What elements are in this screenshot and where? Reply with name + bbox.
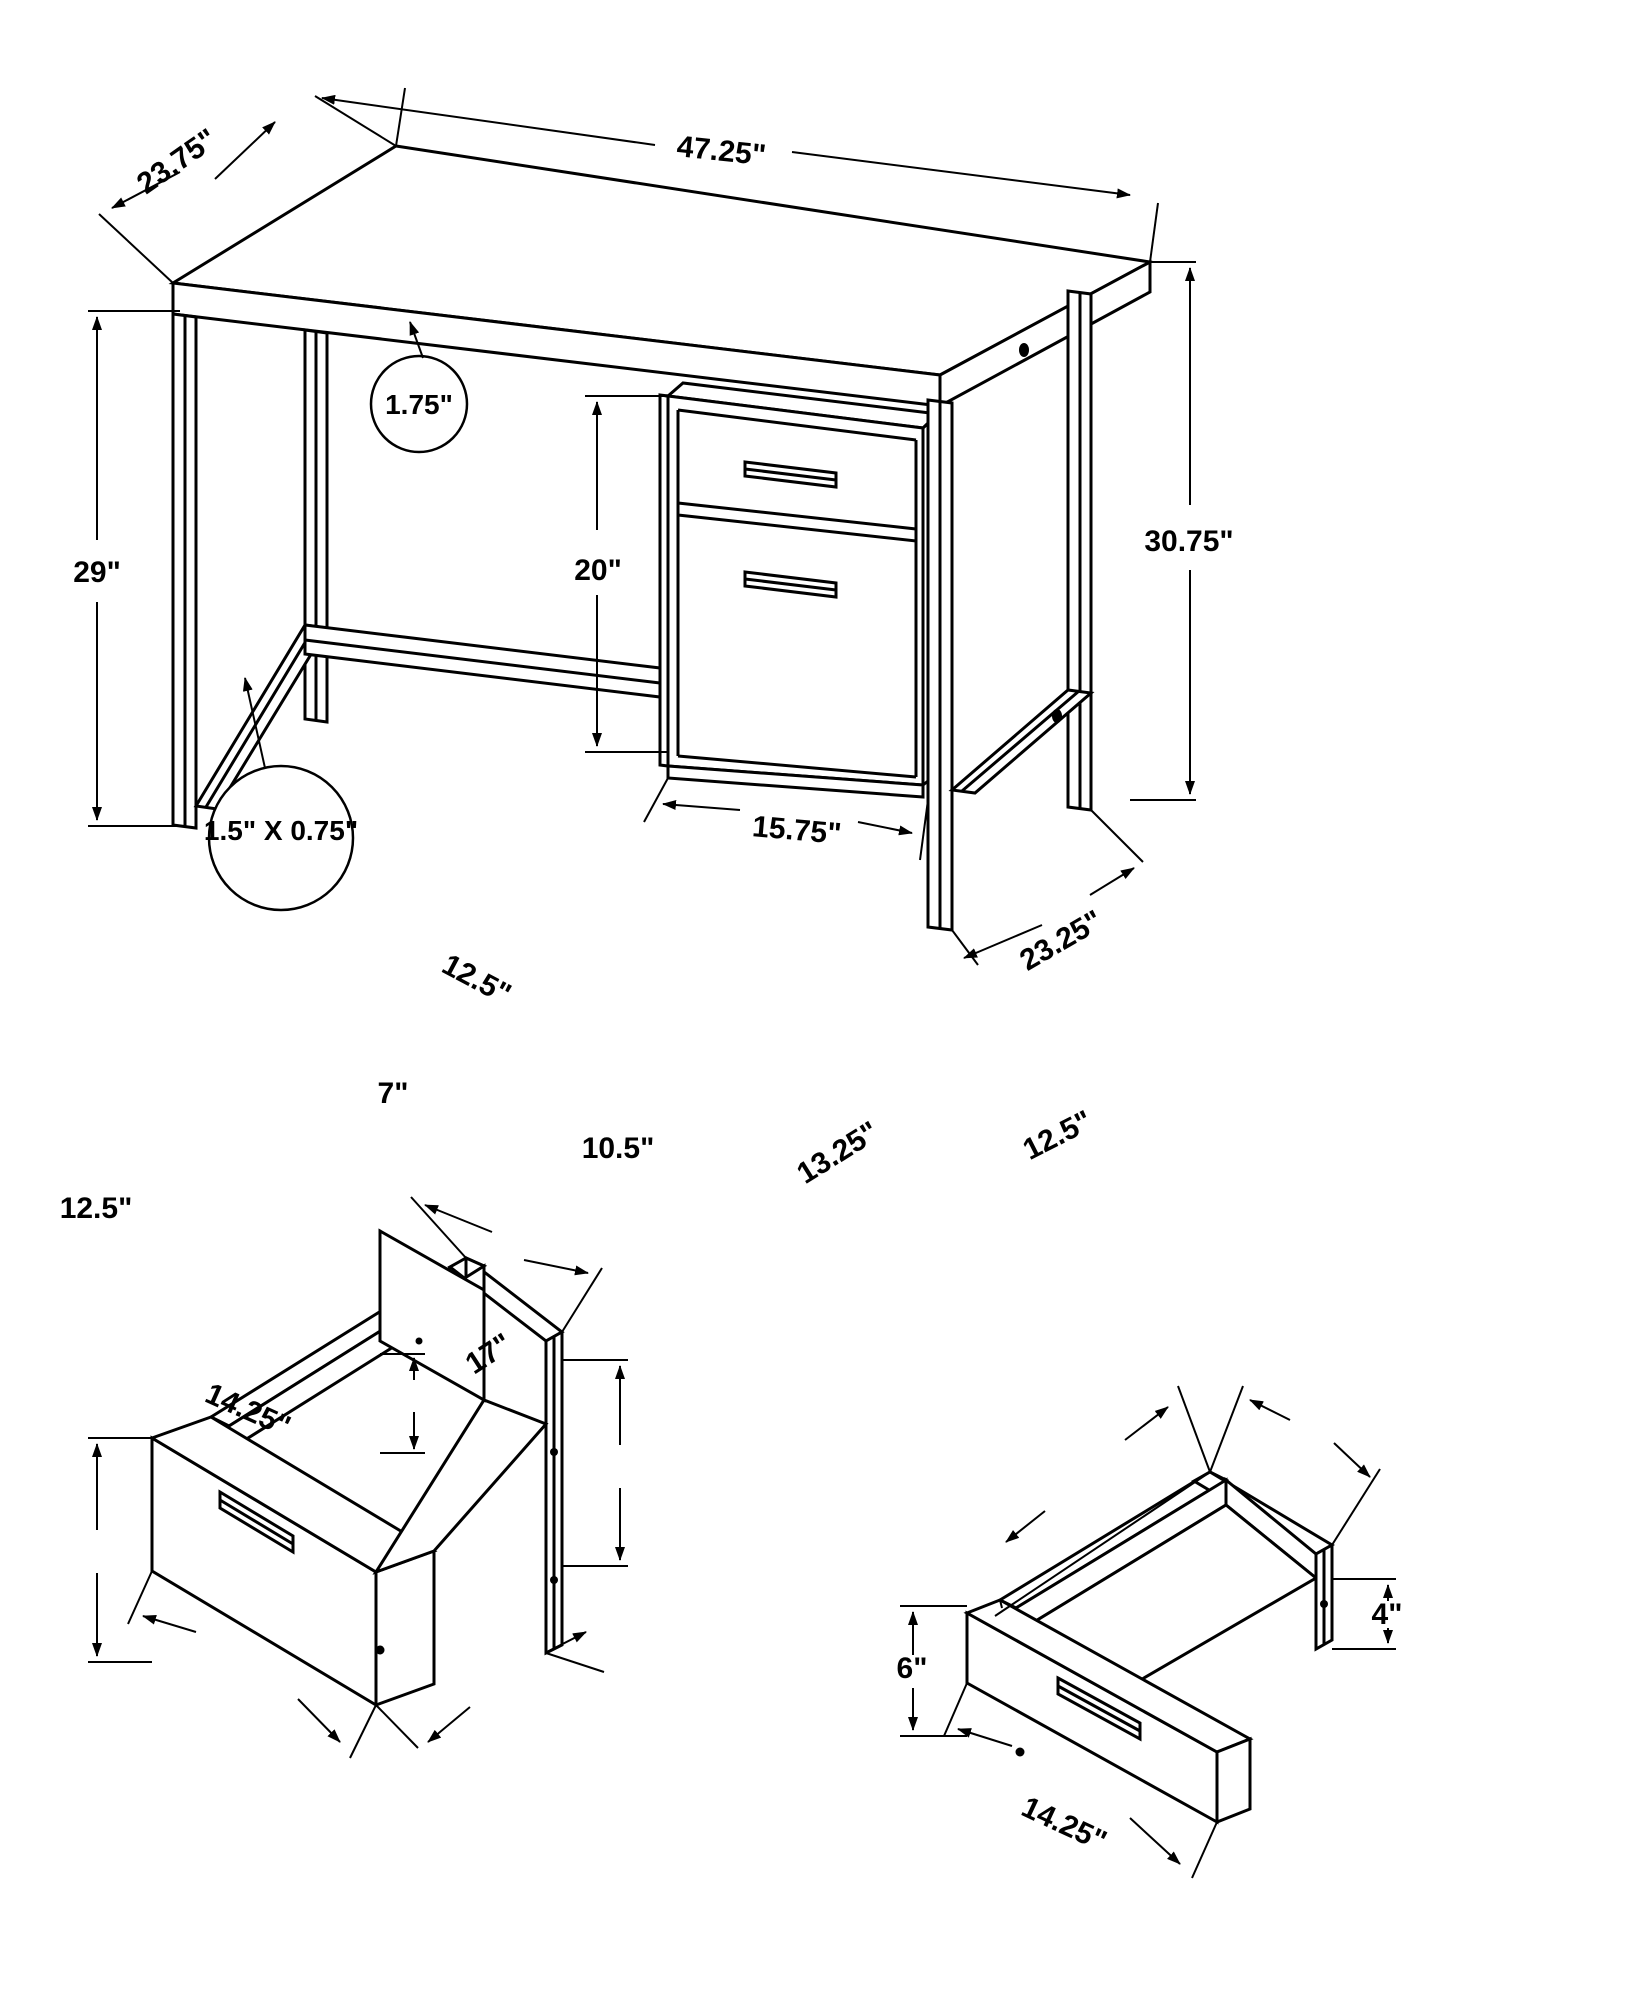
ext-23-25-b <box>1090 809 1144 863</box>
dim-ld-12-5-arrow-a <box>424 1204 493 1233</box>
dim-ld-14-25-arrow-a <box>142 1614 197 1633</box>
ext-ld-12-5-b <box>561 1267 603 1333</box>
dim-label-1-5x0-75: 1.5" X 0.75" <box>204 815 358 846</box>
callout-circle-1-75 <box>369 354 469 454</box>
ld-screw-2 <box>550 1448 558 1456</box>
dim-label-4: 4" <box>1372 1598 1403 1631</box>
ext-23-75-b <box>98 213 174 284</box>
ext-15-75-b <box>919 799 929 861</box>
ld-front-right-edge <box>374 1548 436 1708</box>
dim-23-25-arrow-b <box>1089 867 1135 896</box>
dim-sd-12-5-arrow-a <box>1249 1399 1291 1421</box>
dim-15-75-arrow-b <box>857 821 913 836</box>
callout-leader-1-5x0-75 <box>242 677 266 769</box>
dim-label-7: 7" <box>378 1077 409 1110</box>
ext-47-25-b <box>1149 202 1159 263</box>
ld-inner-divider <box>378 1228 486 1403</box>
callout-circle-1-5x0-75 <box>207 764 355 912</box>
screw-hole-top <box>1019 343 1029 357</box>
dim-ld-12-5-arrow-b <box>523 1259 589 1276</box>
dim-23-25-arrow-a <box>963 924 1043 959</box>
ext-ld-14-25-b <box>349 1704 377 1759</box>
sd-front-right-edge <box>1215 1736 1252 1825</box>
dim-label-15-75: 15.75" <box>751 810 843 851</box>
dim-sd-12-5-arrow-b <box>1333 1442 1371 1478</box>
dim-23-75-arrow-b <box>111 171 181 209</box>
desk-geometry <box>168 144 1155 932</box>
small-drawer-dimension-lines <box>900 1385 1396 1879</box>
dim-label-12-5-left: 12.5" <box>60 1192 133 1225</box>
dim-ld-14-25-arrow-b <box>297 1698 341 1743</box>
ld-screw-4 <box>375 1645 385 1655</box>
ext-ld-17-b <box>545 1652 605 1673</box>
ext-sd-13-25-a <box>999 1599 1003 1609</box>
ext-15-75-a <box>643 777 669 823</box>
callout-leader-1-75 <box>409 321 424 359</box>
dim-ld-17-arrow-b <box>544 1631 587 1654</box>
desk-dimension-lines <box>88 87 1196 966</box>
dim-47-25-arrow-b <box>791 151 1131 199</box>
dim-sd-14-25-arrow-a <box>957 1728 1013 1747</box>
ext-ld-12-5-a <box>410 1196 467 1259</box>
sd-screw-1 <box>1320 1600 1328 1608</box>
dim-sd-13-25-arrow-b <box>1124 1406 1169 1441</box>
ld-interior-floor <box>372 1398 549 1575</box>
dim-sd-14-25-arrow-b <box>1129 1817 1181 1865</box>
ext-sd-14-25-b <box>1191 1821 1218 1879</box>
ext-23-25-a <box>951 929 979 966</box>
small-drawer-geometry <box>963 1470 1335 1825</box>
dim-47-25-arrow-a <box>321 94 656 146</box>
dim-label-6: 6" <box>897 1652 928 1685</box>
dim-label-10-5: 10.5" <box>582 1132 655 1165</box>
sd-screw-2 <box>1015 1747 1025 1757</box>
dim-15-75-arrow-a <box>662 800 741 811</box>
screw-hole-rail <box>1052 709 1062 723</box>
large-drawer-dimension-lines <box>88 1196 628 1759</box>
ld-screw-3 <box>550 1576 558 1584</box>
ext-sd-12-5-b <box>1331 1468 1381 1546</box>
ld-screw-1 <box>415 1337 423 1345</box>
ext-sd-12-5-a <box>1209 1385 1244 1473</box>
large-drawer-geometry <box>148 1228 565 1708</box>
ext-ld-17-a <box>375 1704 419 1749</box>
pedestal-bottom-edge <box>666 764 925 799</box>
ext-sd-14-25-a <box>943 1682 968 1737</box>
ext-sd-13-25-line <box>994 1471 1211 1617</box>
ext-sd-13-25-ext <box>1177 1385 1211 1473</box>
dim-label-1-75: 1.75" <box>385 389 453 420</box>
dim-label-30-75: 30.75" <box>1144 525 1233 558</box>
dim-label-20: 20" <box>574 554 622 587</box>
ext-47-25-a <box>395 87 406 147</box>
dim-ld-17-arrow-a <box>427 1706 471 1743</box>
dim-23-75-arrow-a <box>214 121 276 180</box>
dim-sd-13-25-arrow-a <box>1005 1510 1046 1543</box>
ext-ld-14-25-a <box>127 1570 153 1625</box>
dim-label-29: 29" <box>73 556 121 589</box>
